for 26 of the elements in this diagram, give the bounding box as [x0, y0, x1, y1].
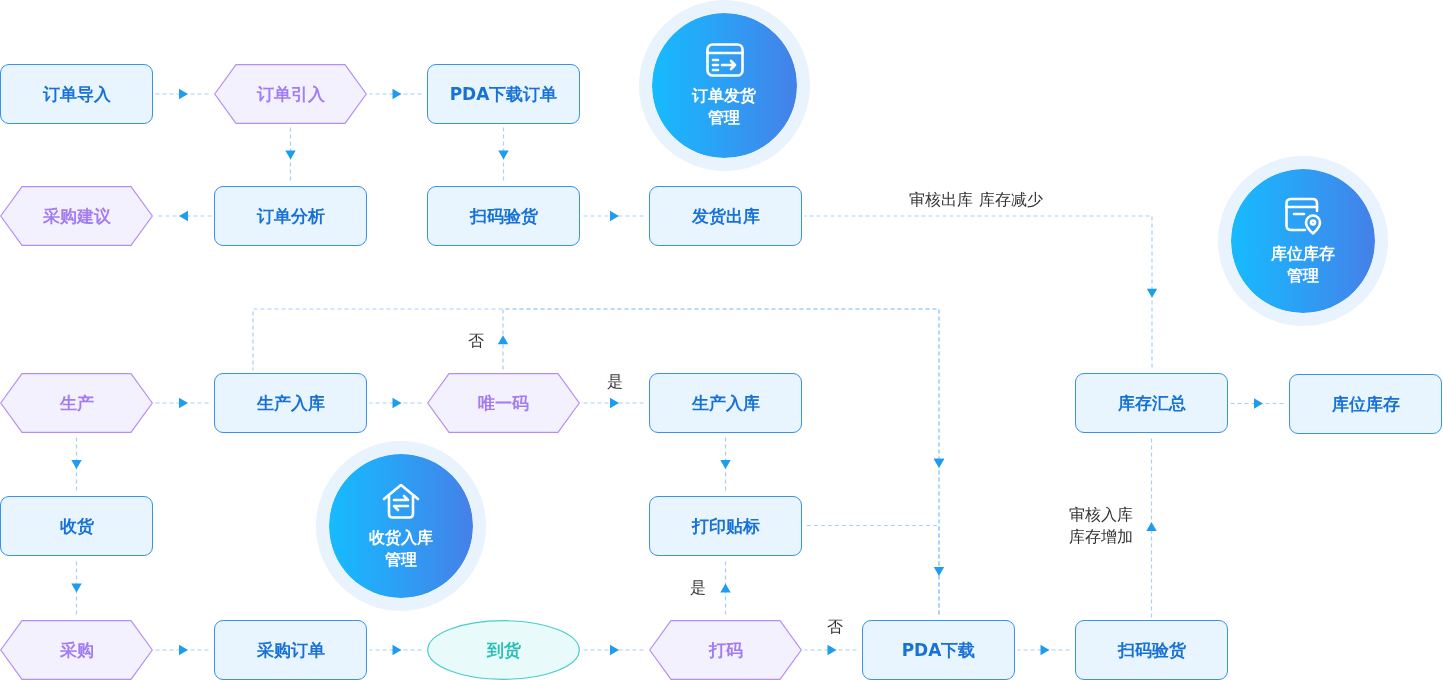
- process-box: 库存汇总: [1075, 373, 1228, 433]
- hexagon-step: 打码: [649, 620, 802, 680]
- edge-label: 是: [688, 577, 708, 599]
- process-box: 订单导入: [0, 64, 153, 124]
- process-box: 生产入库: [214, 373, 367, 433]
- edge-label: 是: [605, 371, 625, 393]
- hexagon-step: 生产: [0, 373, 153, 433]
- process-box: 收货: [0, 496, 153, 556]
- process-box: 库位库存: [1289, 374, 1442, 434]
- badge-label: 收货入库管理: [368, 526, 434, 571]
- oval-step: 到货: [427, 620, 580, 680]
- badge-label: 库位库存管理: [1270, 242, 1336, 287]
- hexagon-step: 采购: [0, 620, 153, 680]
- hexagon-step: 采购建议: [0, 186, 153, 246]
- process-box: 发货出库: [649, 186, 802, 246]
- process-box: 生产入库: [649, 373, 802, 433]
- process-box: 扫码验货: [427, 186, 580, 246]
- hexagon-step: 唯一码: [427, 373, 580, 433]
- hexagon-step: 订单引入: [214, 64, 367, 124]
- process-box: 采购订单: [214, 620, 367, 680]
- process-box: 打印贴标: [649, 496, 802, 556]
- process-box: PDA下载订单: [427, 64, 580, 124]
- process-box: 扫码验货: [1075, 620, 1228, 680]
- process-box: 订单分析: [214, 186, 367, 246]
- badge-label: 订单发货管理: [690, 85, 758, 129]
- process-box: PDA下载: [862, 620, 1015, 680]
